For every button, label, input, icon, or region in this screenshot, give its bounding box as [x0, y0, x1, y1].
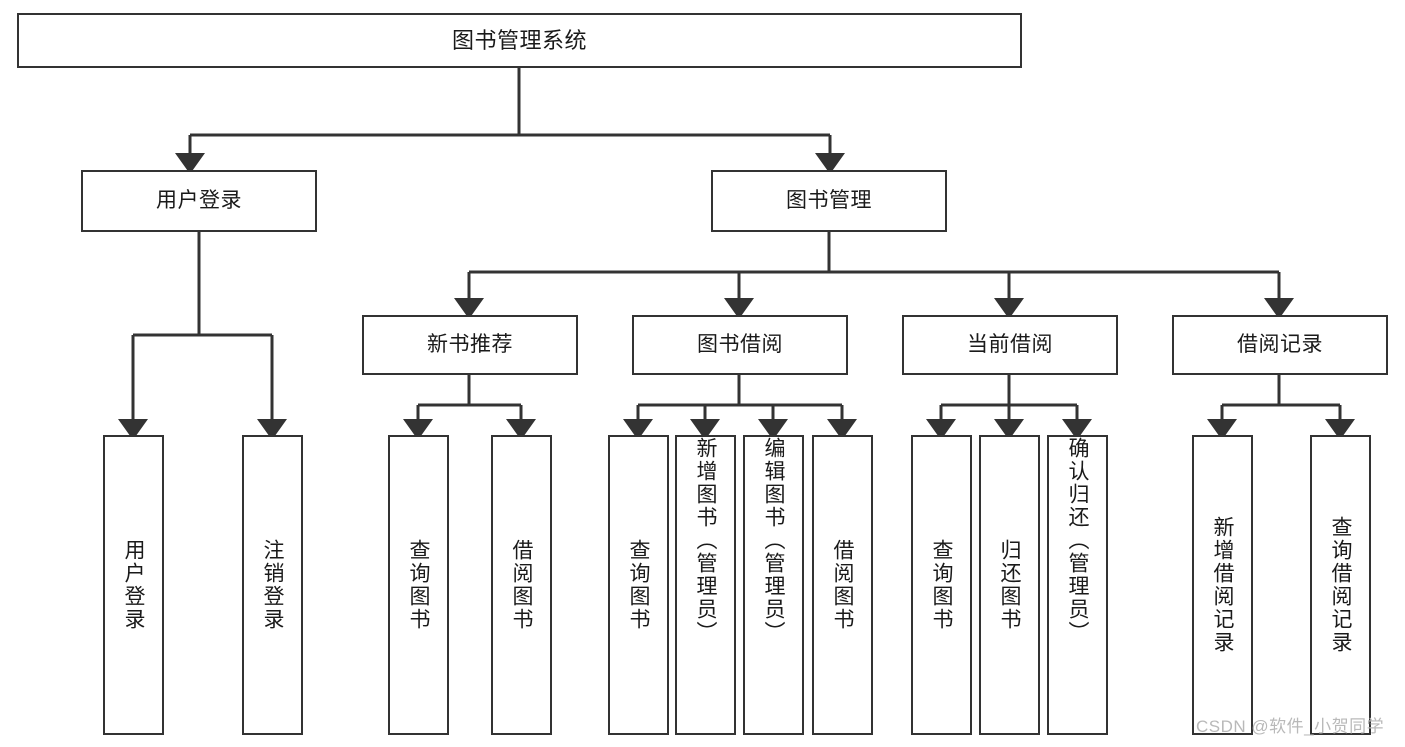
- node-label: 当前借阅: [967, 332, 1053, 356]
- node-label: 图书借阅: [697, 332, 783, 356]
- node-label: 用户登录: [122, 539, 145, 631]
- node-user-login[interactable]: 用户登录: [81, 170, 317, 232]
- leaf-edit-book-admin[interactable]: 编辑图书（管理员）: [743, 435, 804, 735]
- leaf-query-book-recommend[interactable]: 查询图书: [388, 435, 449, 735]
- node-label: 注销登录: [261, 539, 284, 631]
- leaf-logout-login[interactable]: 注销登录: [242, 435, 303, 735]
- leaf-return-book[interactable]: 归还图书: [979, 435, 1040, 735]
- node-new-book-recommend[interactable]: 新书推荐: [362, 315, 578, 375]
- csdn-watermark: CSDN @软件_小贺同学: [1196, 717, 1385, 736]
- leaf-add-book-admin[interactable]: 新增图书（管理员）: [675, 435, 736, 735]
- leaf-query-book-borrow[interactable]: 查询图书: [608, 435, 669, 735]
- node-label: 图书管理系统: [451, 27, 587, 53]
- node-label: 确认归还（管理员）: [1066, 437, 1089, 644]
- node-root-system[interactable]: 图书管理系统: [17, 13, 1022, 68]
- leaf-query-borrow-record[interactable]: 查询借阅记录: [1310, 435, 1371, 735]
- node-label: 查询图书: [407, 539, 430, 631]
- node-label: 图书管理: [786, 188, 872, 212]
- leaf-confirm-return-admin[interactable]: 确认归还（管理员）: [1047, 435, 1108, 735]
- leaf-borrow-book-recommend[interactable]: 借阅图书: [491, 435, 552, 735]
- node-label: 编辑图书（管理员）: [762, 437, 785, 644]
- node-book-borrow[interactable]: 图书借阅: [632, 315, 848, 375]
- node-borrow-record[interactable]: 借阅记录: [1172, 315, 1388, 375]
- node-label: 新增借阅记录: [1211, 516, 1234, 654]
- node-book-manage[interactable]: 图书管理: [711, 170, 947, 232]
- node-label: 新增图书（管理员）: [694, 437, 717, 644]
- node-label: 新书推荐: [427, 332, 513, 356]
- leaf-borrow-book-borrow[interactable]: 借阅图书: [812, 435, 873, 735]
- node-label: 借阅记录: [1237, 332, 1323, 356]
- node-label: 查询借阅记录: [1329, 516, 1352, 654]
- leaf-query-book-current[interactable]: 查询图书: [911, 435, 972, 735]
- leaf-add-borrow-record[interactable]: 新增借阅记录: [1192, 435, 1253, 735]
- leaf-user-login[interactable]: 用户登录: [103, 435, 164, 735]
- node-label: 查询图书: [930, 539, 953, 631]
- node-label: 借阅图书: [831, 539, 854, 631]
- node-label: 用户登录: [156, 188, 242, 212]
- node-current-borrow[interactable]: 当前借阅: [902, 315, 1118, 375]
- node-label: 查询图书: [627, 539, 650, 631]
- node-label: 借阅图书: [510, 539, 533, 631]
- node-label: 归还图书: [998, 539, 1021, 631]
